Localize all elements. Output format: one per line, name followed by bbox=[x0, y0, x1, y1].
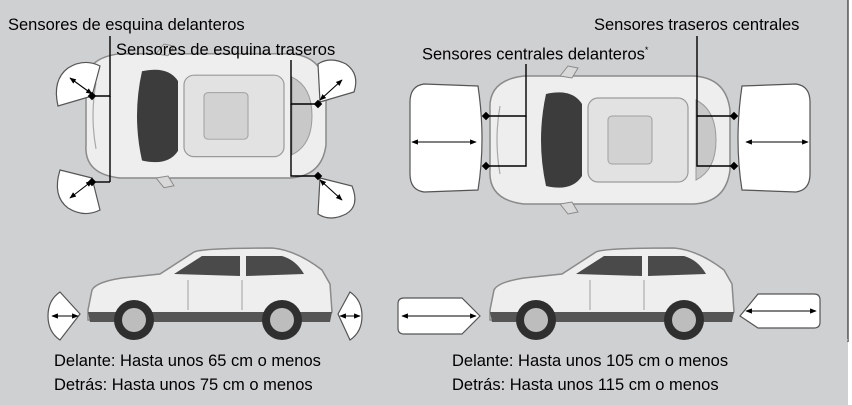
right-side-arrows bbox=[401, 308, 817, 319]
front-center-sensors-text: Sensores centrales delanteros bbox=[422, 45, 645, 64]
front-corner-sensors-label: Sensores de esquina delanteros bbox=[8, 16, 245, 34]
right-front-range: Delante: Hasta unos 105 cm o menos bbox=[452, 352, 729, 370]
rear-corner-sensors-label: Sensores de esquina traseros bbox=[116, 41, 336, 59]
corner-sensor-points bbox=[87, 91, 323, 187]
left-rear-range: Detrás: Hasta unos 75 cm o menos bbox=[54, 376, 313, 394]
left-front-range: Delante: Hasta unos 65 cm o menos bbox=[54, 352, 321, 370]
corner-arrows bbox=[69, 77, 343, 201]
front-center-sensors-label: Sensores centrales delanteros* bbox=[422, 41, 648, 64]
footnote-mark: * bbox=[644, 45, 649, 55]
rear-center-sensors-label: Sensores traseros centrales bbox=[594, 16, 800, 34]
right-rear-range: Detrás: Hasta unos 115 cm o menos bbox=[452, 376, 719, 394]
center-zones bbox=[409, 83, 811, 193]
left-top-car bbox=[85, 43, 327, 189]
center-callout-lines bbox=[486, 36, 734, 167]
corner-callout-lines bbox=[94, 36, 318, 183]
